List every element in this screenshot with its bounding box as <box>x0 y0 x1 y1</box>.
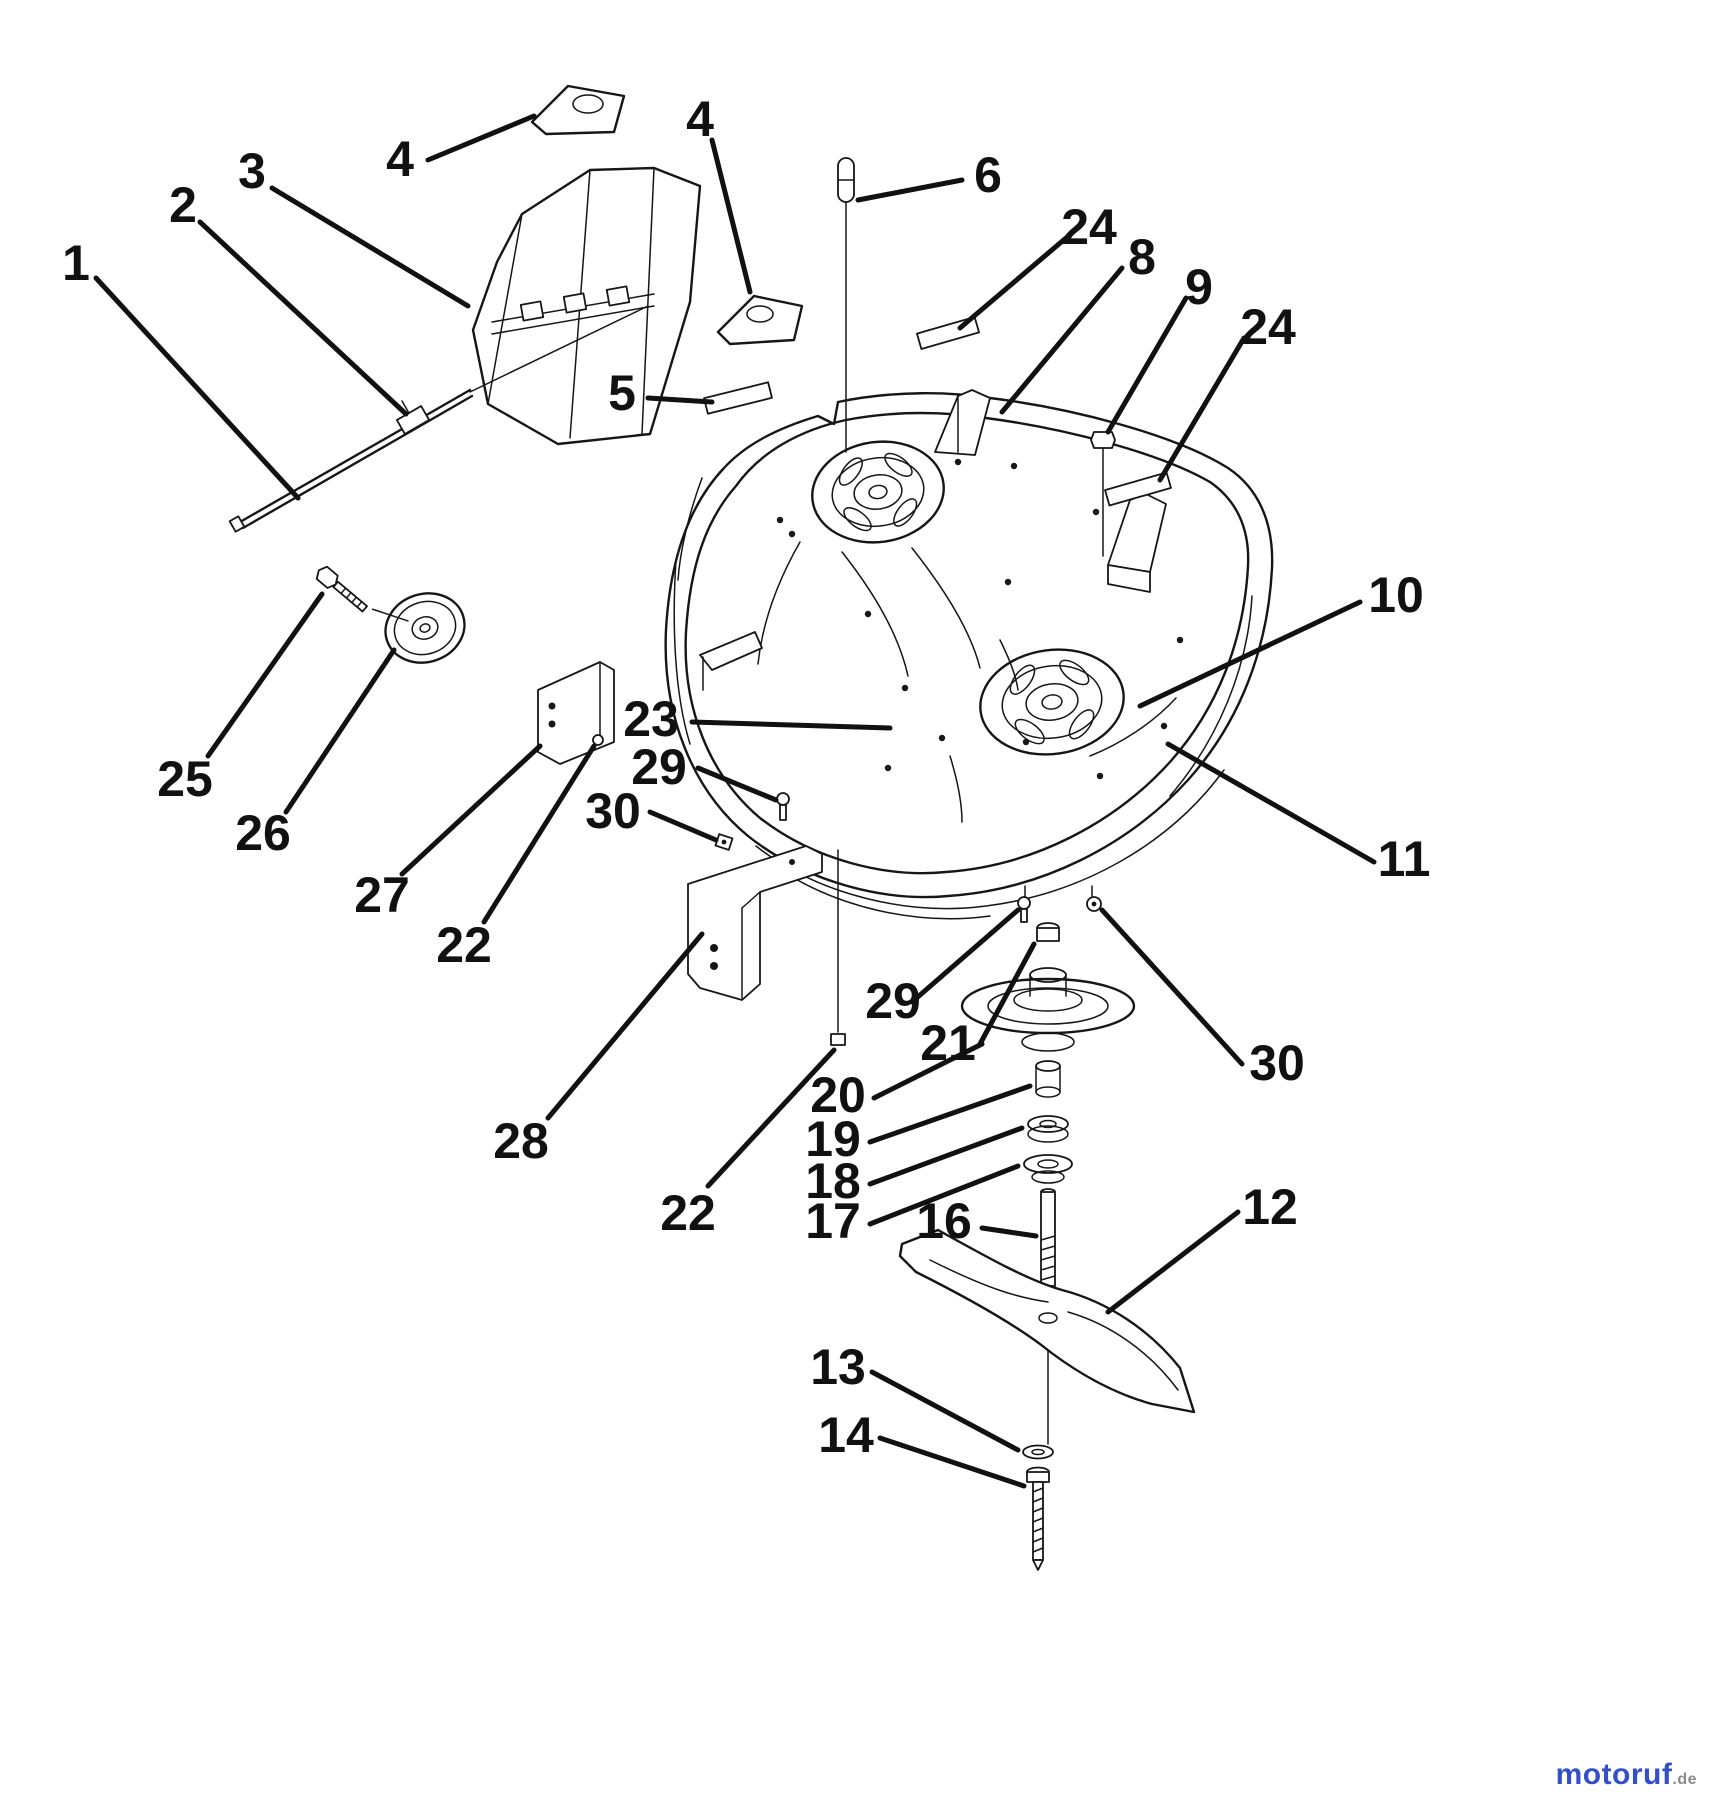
leader-part-5 <box>645 395 715 405</box>
spindle-hub-lower <box>979 648 1125 756</box>
control-rod <box>228 305 649 533</box>
leader-part-21 <box>977 941 1037 1047</box>
leader-part-29a <box>695 765 779 803</box>
deck-flag-bracket-left <box>699 631 763 691</box>
callout-part-10: 10 <box>1368 567 1424 623</box>
leader-part-4b <box>709 137 753 295</box>
callout-part-16: 16 <box>916 1193 972 1249</box>
leader-part-24a <box>957 235 1069 331</box>
carriage-bolt-drop <box>830 849 846 1046</box>
leader-part-6 <box>855 177 965 203</box>
callout-part-20: 20 <box>810 1067 866 1123</box>
callout-part-9: 9 <box>1185 259 1213 315</box>
discharge-chute <box>471 166 702 446</box>
deck-bracket-right <box>1107 493 1167 593</box>
leader-part-27 <box>399 743 543 877</box>
leader-part-11 <box>1165 741 1377 865</box>
chute-cap-left <box>530 84 626 136</box>
callout-labels: 1 2 3 4 4 5 6 24 8 9 24 10 11 25 26 27 2… <box>62 91 1430 1463</box>
callout-part-28: 28 <box>493 1113 549 1169</box>
leader-part-28 <box>545 931 705 1121</box>
callout-part-25: 25 <box>157 751 213 807</box>
mower-blade <box>898 1228 1196 1414</box>
screw-29a <box>776 792 790 821</box>
leader-part-20 <box>871 1041 985 1101</box>
deck-bracket-front <box>934 389 991 456</box>
callout-part-26: 26 <box>235 805 291 861</box>
rod-clip <box>395 400 431 435</box>
callout-part-29b: 29 <box>865 973 921 1029</box>
mower-deck-body <box>664 392 1274 920</box>
idler-wheel-26 <box>371 592 466 664</box>
callout-part-13: 13 <box>810 1339 866 1395</box>
nut-30a <box>714 833 734 851</box>
callout-part-14: 14 <box>818 1407 874 1463</box>
callout-part-8: 8 <box>1128 229 1156 285</box>
leader-part-19 <box>867 1083 1033 1145</box>
deck-bolt <box>1090 431 1116 557</box>
callout-part-5: 5 <box>608 365 636 421</box>
hinge-pin <box>837 157 855 453</box>
blade-washer <box>1022 1444 1054 1460</box>
leader-part-12 <box>1105 1209 1241 1315</box>
leader-part-26 <box>283 647 397 815</box>
callout-part-24b: 24 <box>1240 299 1296 355</box>
callout-part-24a: 24 <box>1061 199 1117 255</box>
callout-part-21: 21 <box>920 1015 976 1071</box>
leader-part-2 <box>197 219 409 417</box>
leader-part-23 <box>689 719 893 731</box>
leader-part-22b <box>705 1047 837 1189</box>
blade-bolt <box>1026 1466 1050 1571</box>
gauge-wheel-bracket-27 <box>537 661 615 765</box>
callout-part-4b: 4 <box>686 91 714 147</box>
callout-part-22b: 22 <box>660 1185 716 1241</box>
leader-part-9 <box>1105 295 1189 435</box>
leader-part-14 <box>877 1435 1027 1489</box>
watermark-tld: .de <box>1672 1771 1697 1788</box>
callout-part-17: 17 <box>805 1193 861 1249</box>
callout-part-3: 3 <box>238 143 266 199</box>
leader-part-1 <box>93 275 301 501</box>
leader-part-30b <box>1099 907 1245 1067</box>
leader-part-13 <box>869 1369 1021 1453</box>
shim-strip-24b <box>1104 471 1172 507</box>
chute-cap-right <box>716 294 804 346</box>
shim-strip-5 <box>703 381 773 415</box>
leader-part-24b <box>1157 335 1247 483</box>
leader-part-4a <box>425 113 537 163</box>
leader-part-22a <box>481 743 597 925</box>
leader-part-16 <box>979 1225 1039 1239</box>
spindle-assembly <box>960 885 1136 1445</box>
leader-part-29b <box>909 907 1021 1005</box>
watermark: motoruf.de <box>1556 1758 1697 1792</box>
idler-bolt-25 <box>315 565 368 613</box>
callout-part-18: 18 <box>805 1153 861 1209</box>
leader-lines <box>93 113 1377 1489</box>
callout-part-6: 6 <box>974 147 1002 203</box>
leader-part-30a <box>647 809 719 843</box>
leader-part-10 <box>1137 599 1363 709</box>
leader-part-18 <box>867 1125 1025 1187</box>
leader-part-17 <box>867 1163 1021 1227</box>
leader-part-8 <box>999 265 1125 415</box>
callout-part-12: 12 <box>1242 1179 1298 1235</box>
support-bracket-28 <box>687 845 823 1001</box>
spindle-hub-upper <box>811 440 945 544</box>
callout-part-30b: 30 <box>1249 1035 1305 1091</box>
callout-part-4a: 4 <box>386 131 414 187</box>
callout-part-30a: 30 <box>585 783 641 839</box>
callout-part-27: 27 <box>354 867 410 923</box>
callout-part-11: 11 <box>1378 831 1431 887</box>
callout-part-2: 2 <box>169 177 197 233</box>
callout-part-29a: 29 <box>631 739 687 795</box>
callout-part-19: 19 <box>805 1111 861 1167</box>
watermark-brand: motoruf <box>1555 1758 1673 1791</box>
callout-part-22a: 22 <box>436 917 492 973</box>
leader-part-25 <box>205 591 325 759</box>
callout-part-23: 23 <box>623 691 679 747</box>
callout-part-1: 1 <box>62 235 90 291</box>
leader-part-3 <box>269 185 471 309</box>
